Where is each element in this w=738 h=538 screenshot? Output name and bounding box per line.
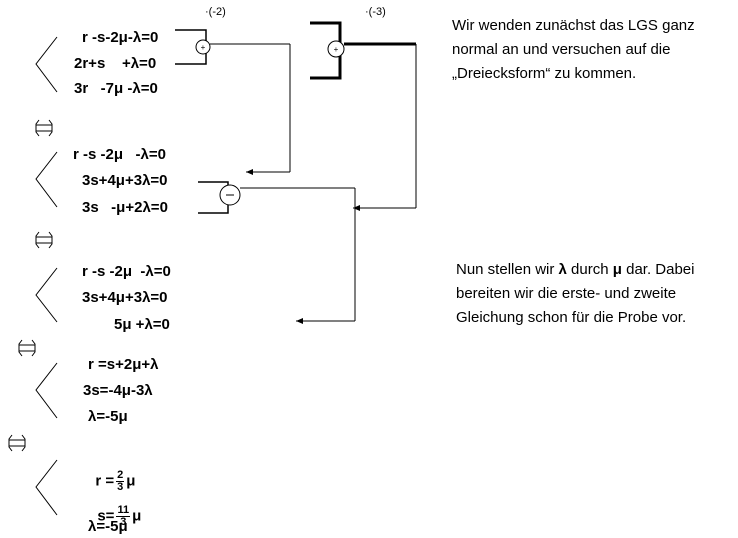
equivalence-icon-4 bbox=[8, 434, 26, 452]
explanation-note-1: Wir wenden zunächst das LGS ganz normal … bbox=[452, 17, 695, 82]
system2-eq2: 3s+4μ+3λ=0 bbox=[82, 172, 168, 189]
system-bracket-1 bbox=[35, 36, 58, 93]
multiplier-label-1: ·(-2) bbox=[205, 6, 226, 18]
system3-eq3: 5μ +λ=0 bbox=[114, 316, 170, 333]
system2-eq3: 3s -μ+2λ=0 bbox=[82, 199, 168, 216]
system4-eq3: λ=-5μ bbox=[88, 408, 128, 425]
explanation-note-2: Nun stellen wir λ durch μ dar. Dabei ber… bbox=[456, 261, 695, 326]
equivalence-icon-1 bbox=[35, 119, 53, 137]
system1-eq2: 2r+s +λ=0 bbox=[74, 55, 157, 72]
multiplier-label-2: ·(-3) bbox=[365, 6, 386, 18]
equivalence-icon-3 bbox=[18, 339, 36, 357]
system3-eq2: 3s+4μ+3λ=0 bbox=[82, 289, 168, 306]
system1-eq1: r -s-2μ-λ=0 bbox=[82, 29, 159, 46]
plus-circle-icon-2 bbox=[327, 40, 345, 58]
system3-eq1: r -s -2μ -λ=0 bbox=[82, 263, 171, 280]
svg-text:+: + bbox=[201, 43, 206, 52]
system4-eq2: 3s=-4μ-3λ bbox=[83, 382, 153, 399]
system-bracket-4 bbox=[35, 362, 58, 419]
system-bracket-5 bbox=[35, 459, 58, 516]
equivalence-icon-2 bbox=[35, 231, 53, 249]
system-bracket-3 bbox=[35, 267, 58, 323]
system1-eq3: 3r -7μ -λ=0 bbox=[74, 80, 158, 97]
svg-text:+: + bbox=[334, 45, 339, 54]
system2-eq1: r -s -2μ -λ=0 bbox=[73, 146, 166, 163]
system-bracket-2 bbox=[35, 151, 58, 208]
system5-eq3: λ=-5μ bbox=[88, 518, 128, 535]
system4-eq1: r =s+2μ+λ bbox=[88, 356, 159, 373]
plus-circle-icon-1 bbox=[195, 39, 211, 55]
